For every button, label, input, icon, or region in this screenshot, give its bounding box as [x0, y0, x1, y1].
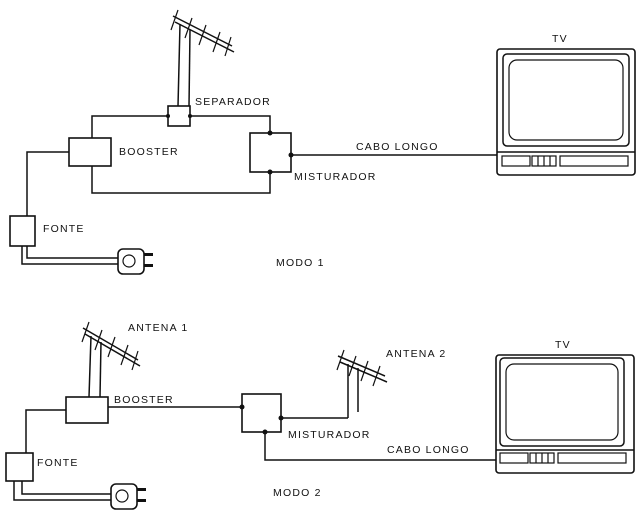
booster-box	[65, 396, 109, 424]
antenna-1-label: ANTENA 1	[128, 322, 188, 334]
plug-icon	[117, 248, 153, 275]
mixer-box	[249, 132, 292, 173]
tv-label: TV	[552, 33, 568, 45]
mixer-label: MISTURADOR	[288, 429, 371, 441]
power-supply-box	[9, 215, 36, 247]
mixer-label: MISTURADOR	[294, 171, 377, 183]
antenna-1-icon	[81, 321, 141, 398]
antenna-2-icon	[336, 349, 388, 418]
antenna-2-label: ANTENA 2	[386, 348, 446, 360]
plug-icon	[110, 483, 146, 510]
tv-icon	[495, 354, 635, 474]
cable-label: CABO LONGO	[356, 141, 439, 153]
power-supply-label: FONTE	[37, 457, 79, 469]
caption-modo-2: MODO 2	[273, 487, 322, 499]
tv-icon	[496, 48, 636, 176]
modo-2-diagram: ANTENA 1 ANTENA 2 TV BOOSTER MISTURADOR …	[5, 321, 635, 510]
booster-label: BOOSTER	[114, 394, 174, 406]
mixer-box	[241, 393, 282, 433]
booster-label: BOOSTER	[119, 146, 179, 158]
separator-box	[167, 105, 191, 127]
power-supply-label: FONTE	[43, 223, 85, 235]
antenna-icon	[170, 9, 235, 107]
tv-label: TV	[555, 339, 571, 351]
caption-modo-1: MODO 1	[276, 257, 325, 269]
power-supply-box	[5, 452, 34, 482]
booster-box	[68, 137, 112, 167]
cable-label: CABO LONGO	[387, 444, 470, 456]
separator-label: SEPARADOR	[195, 96, 271, 108]
modo-1-diagram: TV SEPARADOR BOOSTER CABO LONGO MISTURAD…	[9, 9, 636, 275]
